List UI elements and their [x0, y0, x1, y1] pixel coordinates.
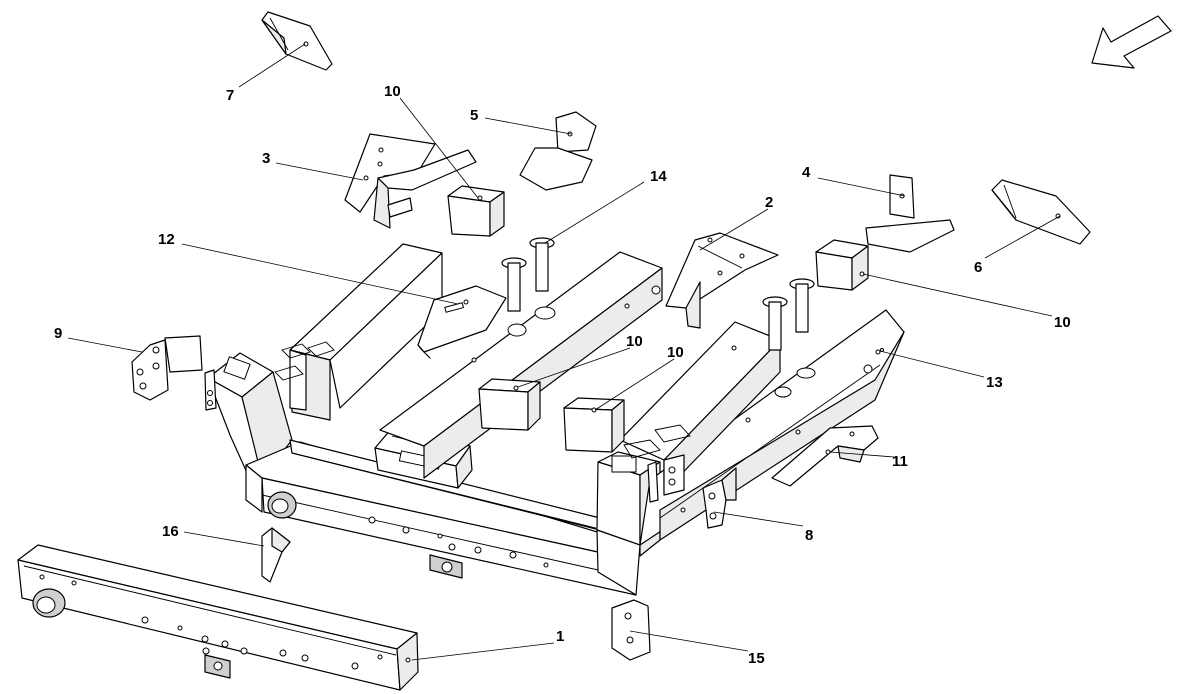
part-12-bracket: [417, 285, 507, 359]
callout-10-c: 10: [626, 333, 643, 350]
callout-5: 5: [470, 107, 478, 124]
callout-8: 8: [805, 527, 813, 544]
callout-15: 15: [748, 650, 765, 667]
callout-10-b: 10: [1054, 314, 1071, 331]
part-1-front-crossmember: [17, 544, 419, 691]
callout-1: 1: [556, 628, 564, 645]
part-6-bracket: [991, 179, 1091, 245]
callout-12: 12: [158, 231, 175, 248]
callout-labels: 1 2 3 4 5 6 7 8 9 10 10 10 10 11 12 13 1…: [54, 83, 1071, 667]
callout-2: 2: [765, 194, 773, 211]
part-10-tube-a: [447, 185, 505, 237]
part-5-bracket: [519, 111, 597, 191]
part-14-pins: [501, 237, 815, 351]
part-8-bracket: [702, 467, 737, 529]
part-9-bracket: [131, 335, 203, 401]
orientation-arrow-icon: [1091, 15, 1172, 69]
leader-lines: [67, 43, 1061, 661]
callout-11: 11: [892, 453, 908, 470]
callout-10-d: 10: [667, 344, 684, 361]
part-10-tube-b: [815, 239, 869, 291]
part-16-bracket: [261, 527, 291, 583]
part-7-bracket: [261, 11, 333, 71]
callout-4: 4: [802, 164, 811, 181]
callout-7: 7: [226, 87, 234, 104]
callout-14: 14: [650, 168, 667, 185]
part-3-bracket: [344, 133, 477, 229]
part-4-bracket: [865, 174, 955, 253]
callout-13: 13: [986, 374, 1003, 391]
part-10-tube-c: [478, 378, 541, 431]
callout-16: 16: [162, 523, 179, 540]
part-11-bracket: [771, 425, 879, 487]
callout-6: 6: [974, 259, 982, 276]
part-15-bracket: [611, 599, 651, 661]
callout-9: 9: [54, 325, 62, 342]
part-2-bracket: [665, 232, 779, 329]
callout-3: 3: [262, 150, 270, 167]
part-10-tube-d: [563, 397, 625, 453]
callout-10-a: 10: [384, 83, 401, 100]
